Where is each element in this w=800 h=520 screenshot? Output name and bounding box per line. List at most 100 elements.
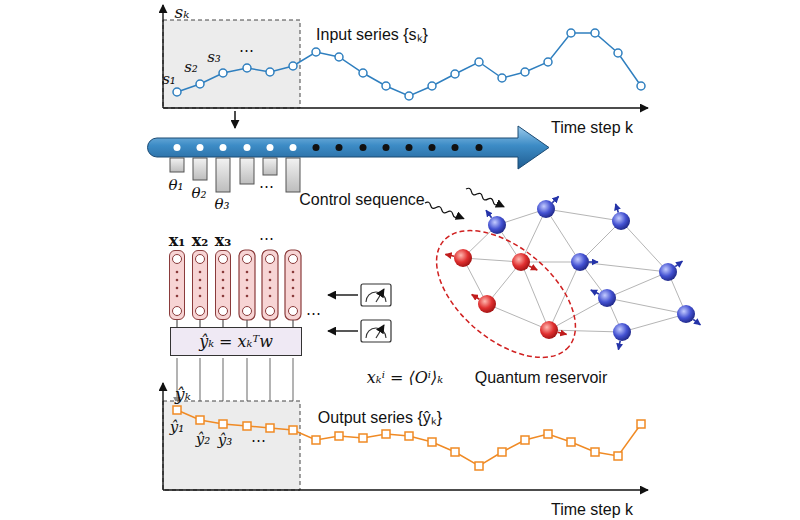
feature-column xyxy=(285,250,301,320)
spin-arrow xyxy=(589,261,598,263)
text-label: Quantum reservoir xyxy=(475,369,608,387)
output-point xyxy=(335,432,343,440)
spin-arrow xyxy=(675,261,682,266)
future-step-dot xyxy=(383,144,390,151)
readout-box: ŷₖ = xₖᵀw xyxy=(170,327,302,356)
input-point xyxy=(289,62,297,70)
text-label: Output series {ŷₖ} xyxy=(318,409,442,427)
output-point xyxy=(219,420,227,428)
wavy-arrow xyxy=(465,187,505,208)
feature-entries xyxy=(173,255,182,316)
measure-arrow xyxy=(328,330,358,331)
meter-dial xyxy=(366,292,386,302)
output-point xyxy=(243,422,251,430)
output-point xyxy=(312,436,320,444)
feature-column xyxy=(262,250,278,320)
spin-arrow xyxy=(616,204,619,213)
output-point xyxy=(196,416,204,424)
past-step-dot xyxy=(290,144,297,151)
spin-arrow xyxy=(618,341,620,350)
past-step-dot xyxy=(220,144,227,151)
measured-spin xyxy=(454,249,472,267)
future-step-dot xyxy=(476,144,483,151)
feature-entries xyxy=(266,255,275,316)
past-step-dot xyxy=(244,144,251,151)
output-point xyxy=(521,436,529,444)
meter-symbol xyxy=(361,284,391,306)
input-point xyxy=(405,92,413,100)
output-point xyxy=(567,438,575,446)
meter-symbol xyxy=(361,320,391,342)
input-point xyxy=(243,64,251,72)
control-bar xyxy=(240,158,254,184)
output-point xyxy=(544,430,552,438)
output-point xyxy=(173,406,181,414)
node-text: x₁ xyxy=(169,232,186,250)
control-bar xyxy=(193,158,207,180)
input-point xyxy=(382,82,390,90)
node-text: x₂ xyxy=(192,232,209,250)
hidden-spin xyxy=(677,305,695,323)
feature-column: x₁ xyxy=(169,250,185,320)
text-label: θ₁ xyxy=(168,177,183,194)
output-point xyxy=(591,448,599,456)
meter-needle xyxy=(376,289,384,302)
feature-entries xyxy=(243,255,252,316)
meter-needle xyxy=(376,325,384,338)
output-point xyxy=(266,424,274,432)
text-label: ⋯ xyxy=(251,431,266,448)
spin-arrow xyxy=(558,332,567,334)
hidden-spin xyxy=(488,216,506,234)
input-point xyxy=(614,49,622,57)
text-label: Time step k xyxy=(551,501,633,519)
hidden-spin xyxy=(571,253,589,271)
input-point xyxy=(173,88,181,96)
coupling-lines xyxy=(463,209,686,332)
spin-arrow xyxy=(693,319,700,324)
control-bar xyxy=(216,158,230,192)
text-label: ⋯ xyxy=(239,41,254,58)
output-point xyxy=(428,438,436,446)
time-arrow xyxy=(148,126,550,169)
time-dots xyxy=(174,144,483,151)
text-label: ⋯ xyxy=(259,177,274,194)
hidden-spin xyxy=(598,289,616,307)
future-step-dot xyxy=(360,144,367,151)
text-label: θ₃ xyxy=(214,196,229,213)
meter-dial xyxy=(366,328,386,338)
input-point xyxy=(266,68,274,76)
input-point xyxy=(475,58,483,66)
window-box xyxy=(163,401,300,490)
input-point xyxy=(567,29,575,37)
column-link xyxy=(247,320,293,327)
hidden-spin xyxy=(613,323,631,341)
control-field xyxy=(465,187,505,208)
input-point xyxy=(359,69,367,77)
future-step-dot xyxy=(313,144,320,151)
input-point xyxy=(196,80,204,88)
input-point xyxy=(544,58,552,66)
input-point xyxy=(451,70,459,78)
output-point xyxy=(498,448,506,456)
output-point xyxy=(475,462,483,470)
node-text: ŷₖ = xₖᵀw xyxy=(199,333,273,351)
connector xyxy=(176,320,177,327)
connector xyxy=(199,320,200,327)
text-label: ⋯ xyxy=(306,304,321,321)
text-label: ŷ₁ xyxy=(170,419,185,436)
text-label: ŷ₃ xyxy=(218,432,233,449)
measured-spin xyxy=(540,321,558,339)
output-point xyxy=(451,448,459,456)
spin-arrow xyxy=(445,254,454,256)
spin-arrows xyxy=(445,196,700,349)
input-arrow xyxy=(234,111,236,128)
wavy-arrow xyxy=(424,201,464,220)
feature-column xyxy=(239,250,255,320)
input-point xyxy=(591,29,599,37)
hidden-spin xyxy=(659,263,677,281)
spin-arrow xyxy=(529,266,537,270)
text-label: xₖⁱ = ⟨Oⁱ⟩ₖ xyxy=(367,369,443,387)
text-label: s₂ xyxy=(184,59,198,76)
